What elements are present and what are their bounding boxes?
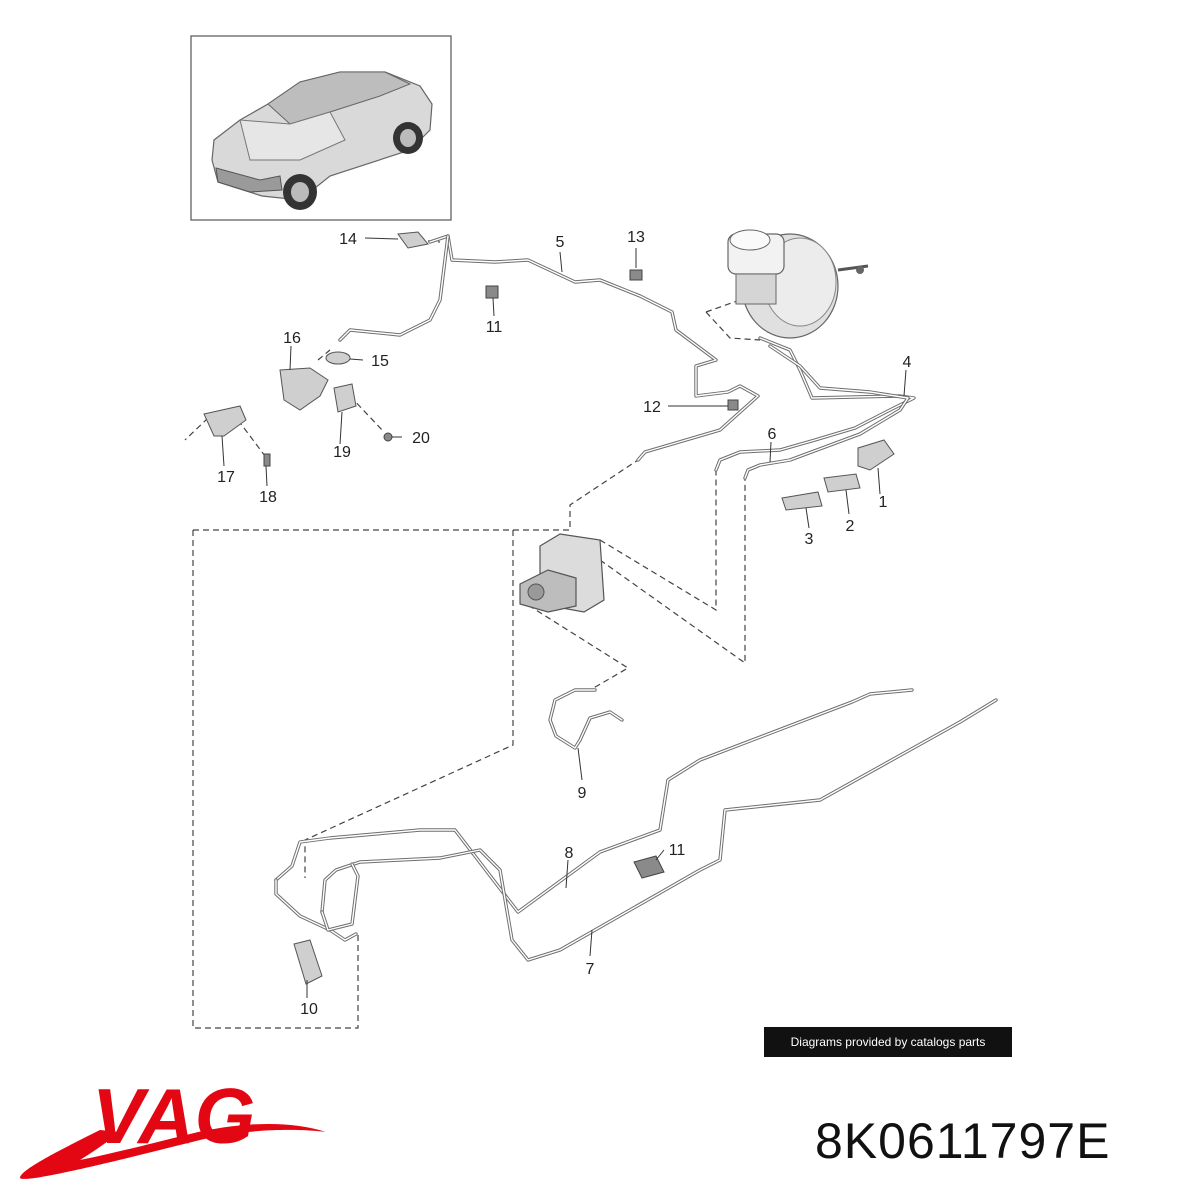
brake-pipe-5 bbox=[428, 234, 760, 462]
part-18 bbox=[263, 453, 271, 467]
car-illustration bbox=[211, 71, 433, 210]
part-19 bbox=[333, 383, 357, 413]
leader-lines bbox=[221, 237, 907, 998]
catalog-banner: Diagrams provided by catalogs parts bbox=[764, 1027, 1012, 1057]
part-17 bbox=[203, 405, 247, 437]
callout-6: 6 bbox=[768, 426, 777, 443]
callout-12: 12 bbox=[643, 399, 661, 416]
callout-15: 15 bbox=[371, 353, 389, 370]
small-parts bbox=[203, 231, 895, 985]
callout-18: 18 bbox=[259, 489, 277, 506]
callout-4: 4 bbox=[903, 354, 912, 371]
part-2 bbox=[823, 473, 861, 493]
callout-5: 5 bbox=[556, 234, 565, 251]
callout-19: 19 bbox=[333, 444, 351, 461]
part-3 bbox=[781, 491, 823, 511]
abs-unit bbox=[519, 533, 605, 613]
part-10 bbox=[293, 939, 323, 985]
part-15 bbox=[325, 351, 351, 365]
callout-10: 10 bbox=[300, 1001, 318, 1018]
callout-2: 2 bbox=[846, 518, 855, 535]
brake-pipes bbox=[274, 234, 998, 962]
dashed-grouping-lines bbox=[184, 239, 761, 1029]
callout-3: 3 bbox=[805, 531, 814, 548]
logo-text: VAG bbox=[92, 1072, 255, 1160]
callout-20: 20 bbox=[412, 430, 430, 447]
part-11-upper bbox=[485, 285, 499, 299]
callout-7: 7 bbox=[586, 961, 595, 978]
callout-17: 17 bbox=[217, 469, 235, 486]
part-1 bbox=[857, 439, 895, 471]
callout-16: 16 bbox=[283, 330, 301, 347]
part-14 bbox=[397, 231, 429, 249]
vag-logo: VAG bbox=[20, 1072, 326, 1179]
brake-booster bbox=[727, 229, 869, 339]
vehicle-inset bbox=[190, 35, 452, 221]
part-20 bbox=[383, 432, 393, 442]
callout-1: 1 bbox=[879, 494, 888, 511]
callout-13: 13 bbox=[627, 229, 645, 246]
part-11-lower bbox=[633, 855, 665, 879]
callout-14: 14 bbox=[339, 231, 357, 248]
callout-labels: 1 2 3 4 5 6 7 8 9 10 11 11 12 13 14 15 1… bbox=[217, 229, 911, 1018]
part-16 bbox=[279, 367, 329, 411]
logo-swoosh bbox=[20, 1123, 326, 1179]
part-13 bbox=[629, 269, 643, 281]
callout-8: 8 bbox=[565, 845, 574, 862]
part-12 bbox=[727, 399, 739, 411]
callout-11-lower: 11 bbox=[669, 842, 686, 859]
callout-9: 9 bbox=[578, 785, 587, 802]
callout-11-upper: 11 bbox=[486, 319, 503, 336]
part-number: 8K0611797E bbox=[815, 1113, 1111, 1169]
